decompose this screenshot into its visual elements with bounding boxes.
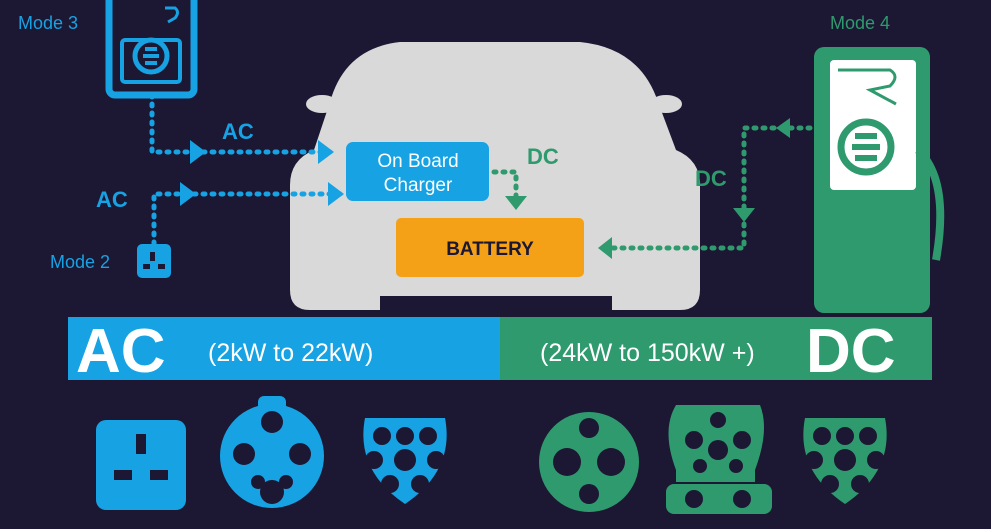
mode2-socket-icon bbox=[137, 244, 171, 278]
chademo-plug-icon bbox=[539, 412, 639, 512]
dc-flow-mode4 bbox=[598, 118, 813, 259]
dc-label-right: DC bbox=[695, 166, 727, 191]
dc-label-obc: DC bbox=[527, 144, 559, 169]
ac-range-band bbox=[68, 317, 500, 380]
ac-label-mid: AC bbox=[96, 187, 128, 212]
charger-logo-icon bbox=[132, 37, 170, 75]
battery-label: BATTERY bbox=[446, 239, 534, 260]
battery-box bbox=[396, 218, 584, 277]
mode3-wallbox-charger bbox=[105, 0, 198, 99]
type-2-plug-icon bbox=[363, 418, 447, 504]
obc-label-line1: On Board bbox=[377, 151, 458, 172]
ac-label-top: AC bbox=[222, 119, 254, 144]
type-1-plug-icon bbox=[220, 396, 324, 508]
car-silhouette bbox=[290, 42, 700, 310]
mode4-label: Mode 4 bbox=[830, 13, 890, 33]
dc-big-label: DC bbox=[806, 317, 896, 386]
ccs-combo-2-plug-icon bbox=[803, 418, 887, 504]
mode4-rapid-charger bbox=[814, 47, 945, 313]
mode2-label: Mode 2 bbox=[50, 252, 110, 272]
ccs-combo-1-plug-icon bbox=[666, 405, 772, 514]
dc-flow-obc bbox=[491, 169, 527, 210]
ac-flow-mode3 bbox=[149, 92, 334, 164]
uk-3pin-plug-icon bbox=[96, 420, 186, 510]
dc-range-label: (24kW to 150kW +) bbox=[540, 339, 755, 367]
obc-label-line2: Charger bbox=[384, 175, 453, 196]
dc-range-band bbox=[500, 317, 932, 380]
ac-flow-mode2 bbox=[151, 182, 344, 247]
mode3-label: Mode 3 bbox=[18, 13, 78, 33]
ac-big-label: AC bbox=[76, 317, 166, 386]
ac-range-label: (2kW to 22kW) bbox=[208, 339, 373, 367]
on-board-charger-box bbox=[346, 142, 489, 201]
charger-logo-icon bbox=[837, 118, 895, 176]
